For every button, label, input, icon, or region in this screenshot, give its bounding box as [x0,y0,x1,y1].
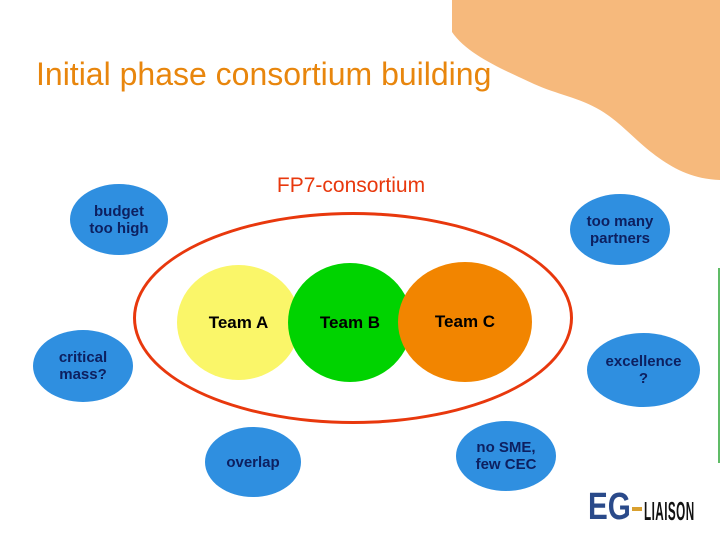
consortium-boundary-ellipse [133,212,573,424]
slide-title: Initial phase consortium building [36,56,492,92]
issue-text-line: too high [89,219,149,237]
issue-text-line: few CEC [475,456,537,473]
issue-bubble-too-many-partners: too many partners [570,194,670,265]
issue-bubble-budget-too-high: budget too high [70,184,168,255]
team-b-label: Team B [319,312,381,332]
issue-bubble-excellence: excellence ? [587,333,700,407]
logo-liaison-text: LIAISON [644,496,695,526]
issue-bubble-critical-mass: critical mass? [33,330,133,402]
eg-liaison-logo: EG LIAISON [588,488,700,530]
logo-eg-text: EG [588,486,631,528]
logo-dash-icon [632,507,642,511]
team-c-label: Team C [434,312,496,331]
issue-text-line: overlap [226,453,280,471]
team-b-circle: Team B [288,263,412,382]
issue-text-line: too many [586,212,654,230]
issue-text-line: critical [58,349,108,366]
issue-text-line: ? [638,370,649,387]
issue-text-line: partners [589,229,651,247]
consortium-label: FP7-consortium [276,174,426,197]
team-a-label: Team A [208,312,269,332]
team-c-circle: Team C [398,262,532,382]
team-a-circle: Team A [177,265,300,380]
issue-text-line: budget [94,202,144,220]
corner-decoration-shape [452,0,720,180]
issue-bubble-overlap: overlap [205,427,301,497]
issue-text-line: excellence [605,353,682,370]
slide-edge-line [718,268,720,463]
issue-bubble-no-sme-few-cec: no SME, few CEC [456,421,556,491]
issue-text-line: no SME, [476,439,536,456]
issue-text-line: mass? [59,366,107,383]
